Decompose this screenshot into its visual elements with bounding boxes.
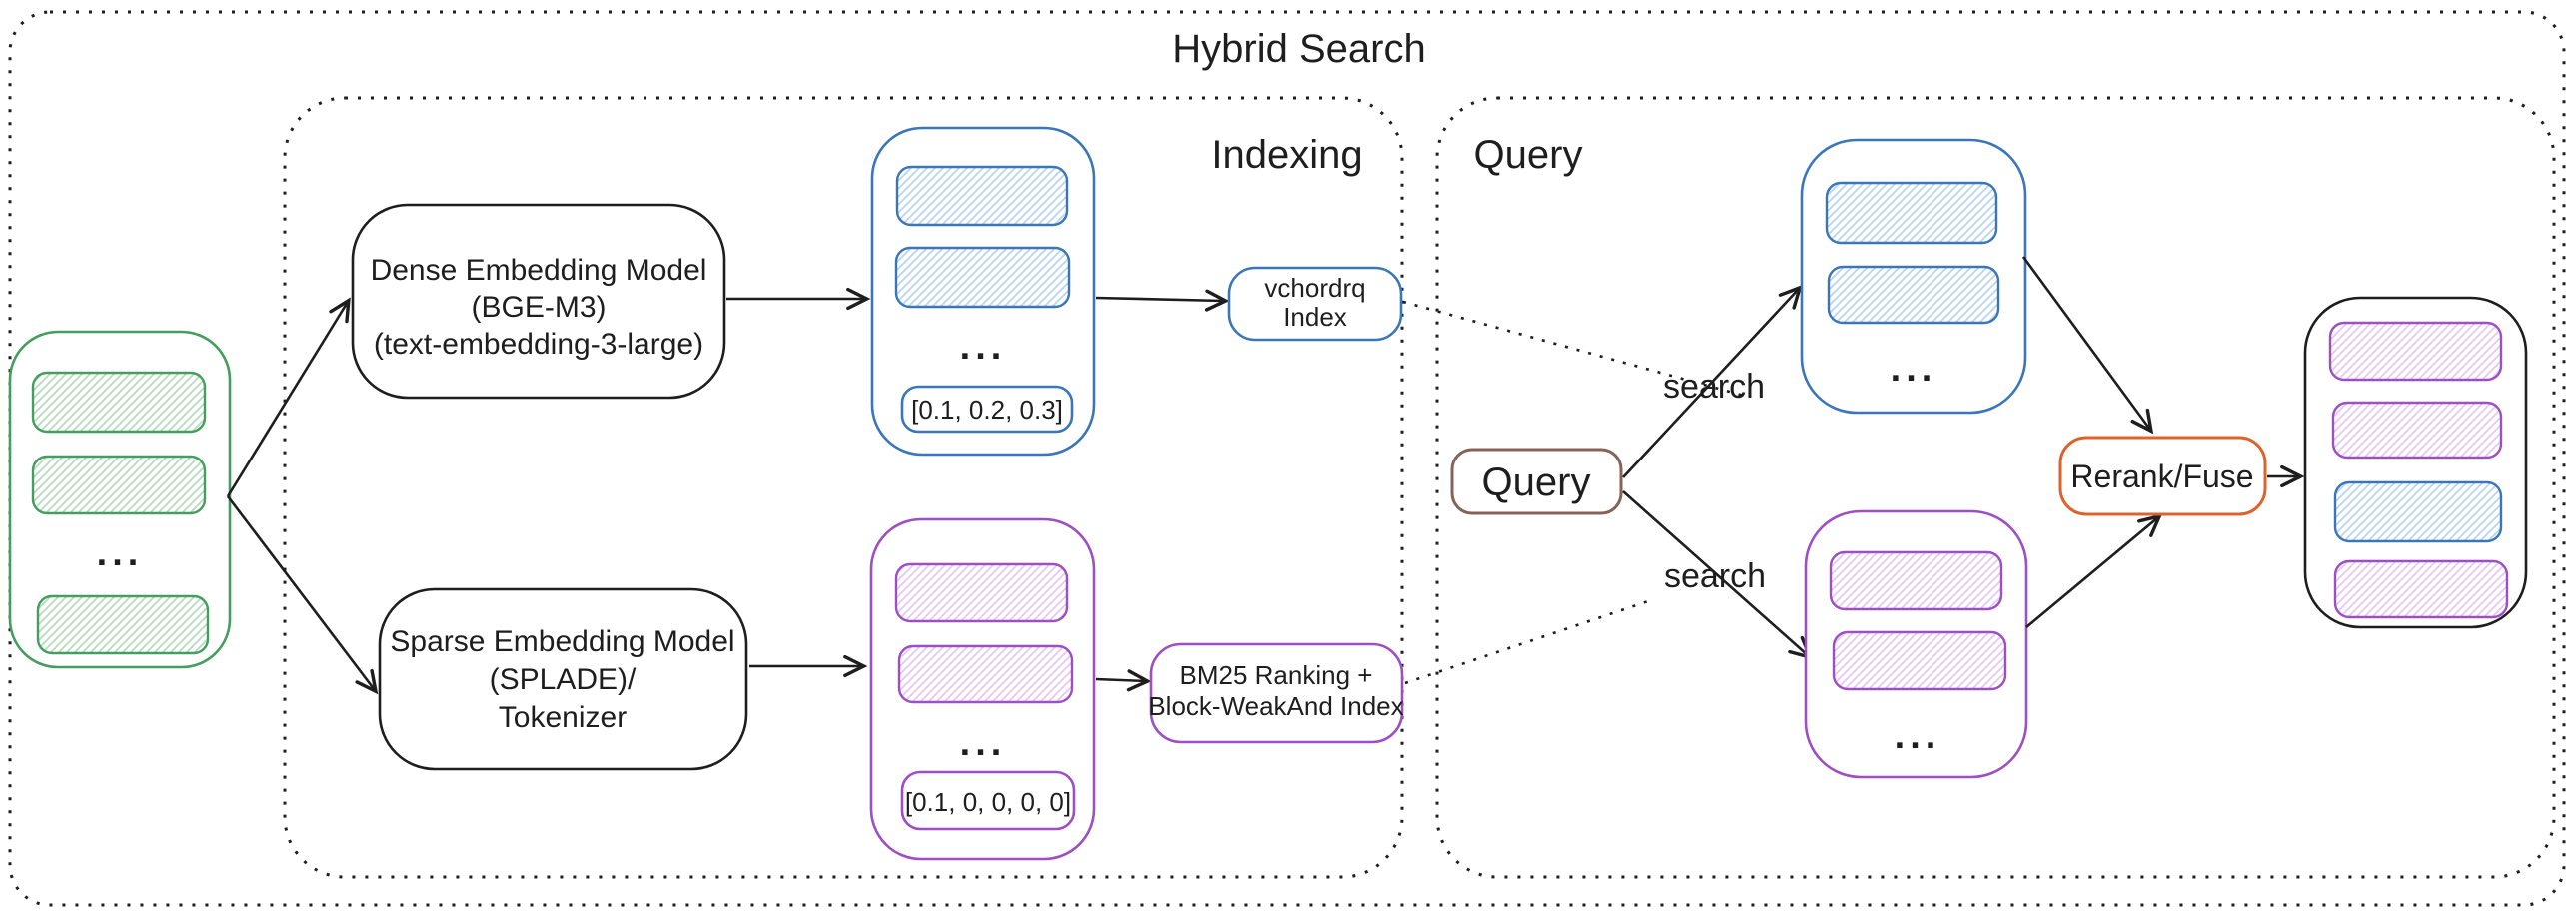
dense-results-ellipsis: ... [1891,348,1937,390]
sparse-index-line2: Block-WeakAnd Index [1148,691,1403,721]
sparse-vector-values-box [900,770,1076,831]
edge-query-to-sparse-results [1622,490,1814,660]
sparse-vectors-ellipsis: ... [960,722,1007,764]
search-sparse-label: search [1664,557,1766,595]
sparse-vector-values: [0.1, 0, 0, 0, 0] [905,787,1071,817]
dense-vector-1 [895,165,1069,227]
final-result-2-sparse [2331,401,2503,460]
sparse-index-line1: BM25 Ranking + [1180,660,1373,690]
dense-model-line1: Dense Embedding Model [371,254,707,287]
dense-result-2 [1827,265,2000,325]
document-chunk-3 [36,594,210,655]
document-chunk-1 [31,371,207,434]
documents-ellipsis: ... [97,532,144,574]
outer-frame [8,10,2566,907]
edge-query-to-dense-results [1622,285,1803,478]
dense-model-line2: (BGE-M3) [472,291,607,324]
edge-sparse-results-to-rerank [2025,513,2163,628]
dense-vector-values-box [900,385,1074,434]
sparse-index-box [1149,642,1404,744]
dense-result-1 [1825,181,1998,245]
search-dense-label: search [1663,368,1765,406]
rerank-box [2058,436,2267,516]
edge-dense-results-to-rerank [2021,256,2154,435]
sparse-model-line3: Tokenizer [499,701,627,734]
sparse-results-ellipsis: ... [1895,715,1941,757]
edge-dense-vectors-to-dense-index [1095,289,1230,312]
dense-vector-values: [0.1, 0.2, 0.3] [911,395,1063,425]
dense-model-box [351,203,726,400]
sparse-vector-1 [894,562,1069,623]
edge-sparse-index-to-search [1404,597,1655,685]
sparse-result-1 [1829,550,2003,611]
rerank-label: Rerank/Fuse [2070,459,2253,494]
final-result-3-dense [2333,480,2503,543]
diagram-title: Hybrid Search [1172,27,1425,71]
edge-documents-to-dense-model [226,297,351,497]
sparse-vector-2 [897,644,1074,704]
document-chunk-2 [31,455,207,515]
indexing-section-label: Indexing [1211,133,1362,177]
sparse-model-line2: (SPLADE)/ [490,663,637,696]
dense-model-line3: (text-embedding-3-large) [374,328,703,361]
final-result-4-sparse [2333,559,2509,619]
edge-documents-to-sparse-model [226,495,379,695]
sparse-model-line1: Sparse Embedding Model [390,625,734,658]
dense-vectors-ellipsis: ... [960,326,1007,368]
sparse-model-box [378,587,748,771]
dense-index-box [1227,266,1403,342]
final-result-1-sparse [2328,321,2503,382]
query-input-label: Query [1482,460,1591,504]
dense-vector-2 [894,246,1071,309]
edge-sparse-vectors-to-sparse-index [1095,669,1152,692]
dense-index-line2: Index [1283,302,1347,332]
query-section-label: Query [1474,133,1583,177]
dense-index-line1: vchordrq [1264,273,1365,303]
sparse-result-2 [1832,630,2007,691]
query-input-box [1450,448,1623,515]
